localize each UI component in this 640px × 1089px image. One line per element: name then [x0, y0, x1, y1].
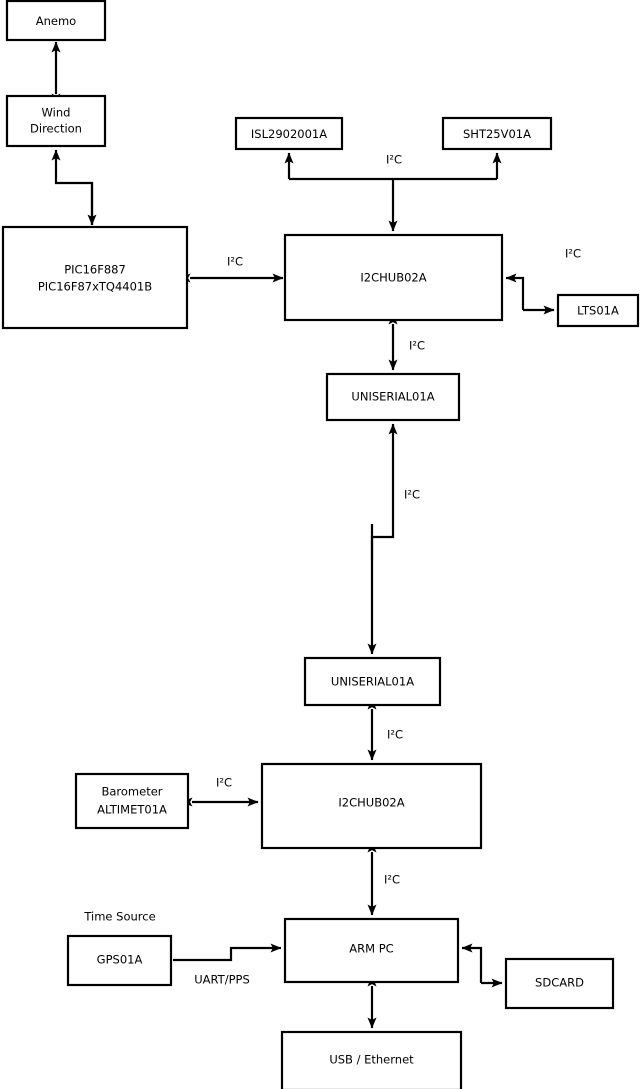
node-isl2902001a-label: ISL2902001A	[251, 127, 327, 141]
edge-label-i2c-pic-hub: I²C	[227, 255, 243, 269]
node-anemo[interactable]: Anemo	[5, 0, 107, 42]
edge-label-i2c-hub-uniserial1: I²C	[409, 339, 425, 353]
node-i2chub02a-top-label: I2CHUB02A	[360, 271, 426, 285]
node-wind-direction[interactable]: Wind Direction	[5, 94, 107, 148]
edge-lts-hubtop	[505, 273, 525, 310]
edge-label-i2c-uniserial2-hub: I²C	[387, 728, 403, 742]
node-lts01a-label: LTS01A	[577, 304, 619, 318]
edge-label-i2c-hub-armpc: I²C	[384, 873, 400, 887]
edge-label-i2c-barometer-hub: I²C	[216, 776, 232, 790]
node-uniserial01a-upper-label: UNISERIAL01A	[351, 390, 434, 404]
node-wind-direction-label-line2: Direction	[30, 122, 82, 136]
node-lts01a[interactable]: LTS01A	[556, 293, 640, 328]
node-barometer-altimet01a[interactable]: Barometer ALTIMET01A	[74, 772, 190, 830]
node-usb-ethernet[interactable]: USB / Ethernet	[280, 1030, 463, 1089]
edge-label-i2c-hub-sensors: I²C	[386, 153, 402, 167]
edge-labels-layer: I²C I²C I²C I²C I²C I²C I²C I²C UART/PPS	[194, 153, 581, 987]
edge-gps-armpc	[173, 943, 282, 962]
node-uniserial01a-lower[interactable]: UNISERIAL01A	[303, 656, 442, 707]
node-uniserial01a-lower-label: UNISERIAL01A	[331, 675, 414, 689]
label-time-source: Time Source	[83, 910, 155, 924]
node-sdcard-label: SDCARD	[535, 976, 584, 990]
node-sht25v01a-label: SHT25V01A	[463, 127, 531, 141]
node-i2chub02a-bottom-label: I2CHUB02A	[338, 796, 404, 810]
edge-pic-winddirection	[51, 149, 94, 225]
node-pic-label-line1: PIC16F887	[64, 263, 126, 277]
node-wind-direction-label-line1: Wind	[42, 106, 71, 120]
free-labels-layer: Time Source	[83, 910, 155, 924]
node-gps01a[interactable]: GPS01A	[66, 934, 173, 987]
node-pic16f887[interactable]: PIC16F887 PIC16F87xTQ4401B	[1, 225, 189, 330]
edge-label-uart-pps: UART/PPS	[194, 973, 250, 987]
node-arm-pc[interactable]: ARM PC	[283, 917, 460, 984]
node-sdcard[interactable]: SDCARD	[504, 957, 615, 1010]
edge-label-i2c-uniserial-link: I²C	[404, 488, 420, 502]
edge-sdcard-armpc	[461, 943, 483, 983]
node-i2chub02a-bottom[interactable]: I2CHUB02A	[260, 762, 483, 850]
edge-uniserial-link-up	[370, 423, 398, 560]
node-gps01a-label: GPS01A	[97, 953, 143, 967]
node-anemo-label: Anemo	[36, 14, 76, 28]
node-arm-pc-label: ARM PC	[349, 942, 393, 956]
node-barometer-label-line2: ALTIMET01A	[97, 803, 167, 817]
edge-label-i2c-hub-lts: I²C	[565, 247, 581, 261]
edges-layer	[51, 41, 555, 1029]
node-pic-label-line2: PIC16F87xTQ4401B	[38, 280, 152, 294]
node-i2chub02a-top[interactable]: I2CHUB02A	[283, 233, 504, 322]
node-barometer-label-line1: Barometer	[101, 785, 162, 799]
node-uniserial01a-upper[interactable]: UNISERIAL01A	[325, 372, 461, 422]
node-isl2902001a[interactable]: ISL2902001A	[234, 116, 344, 151]
node-usb-ethernet-label: USB / Ethernet	[329, 1053, 414, 1067]
node-sht25v01a[interactable]: SHT25V01A	[441, 116, 553, 151]
